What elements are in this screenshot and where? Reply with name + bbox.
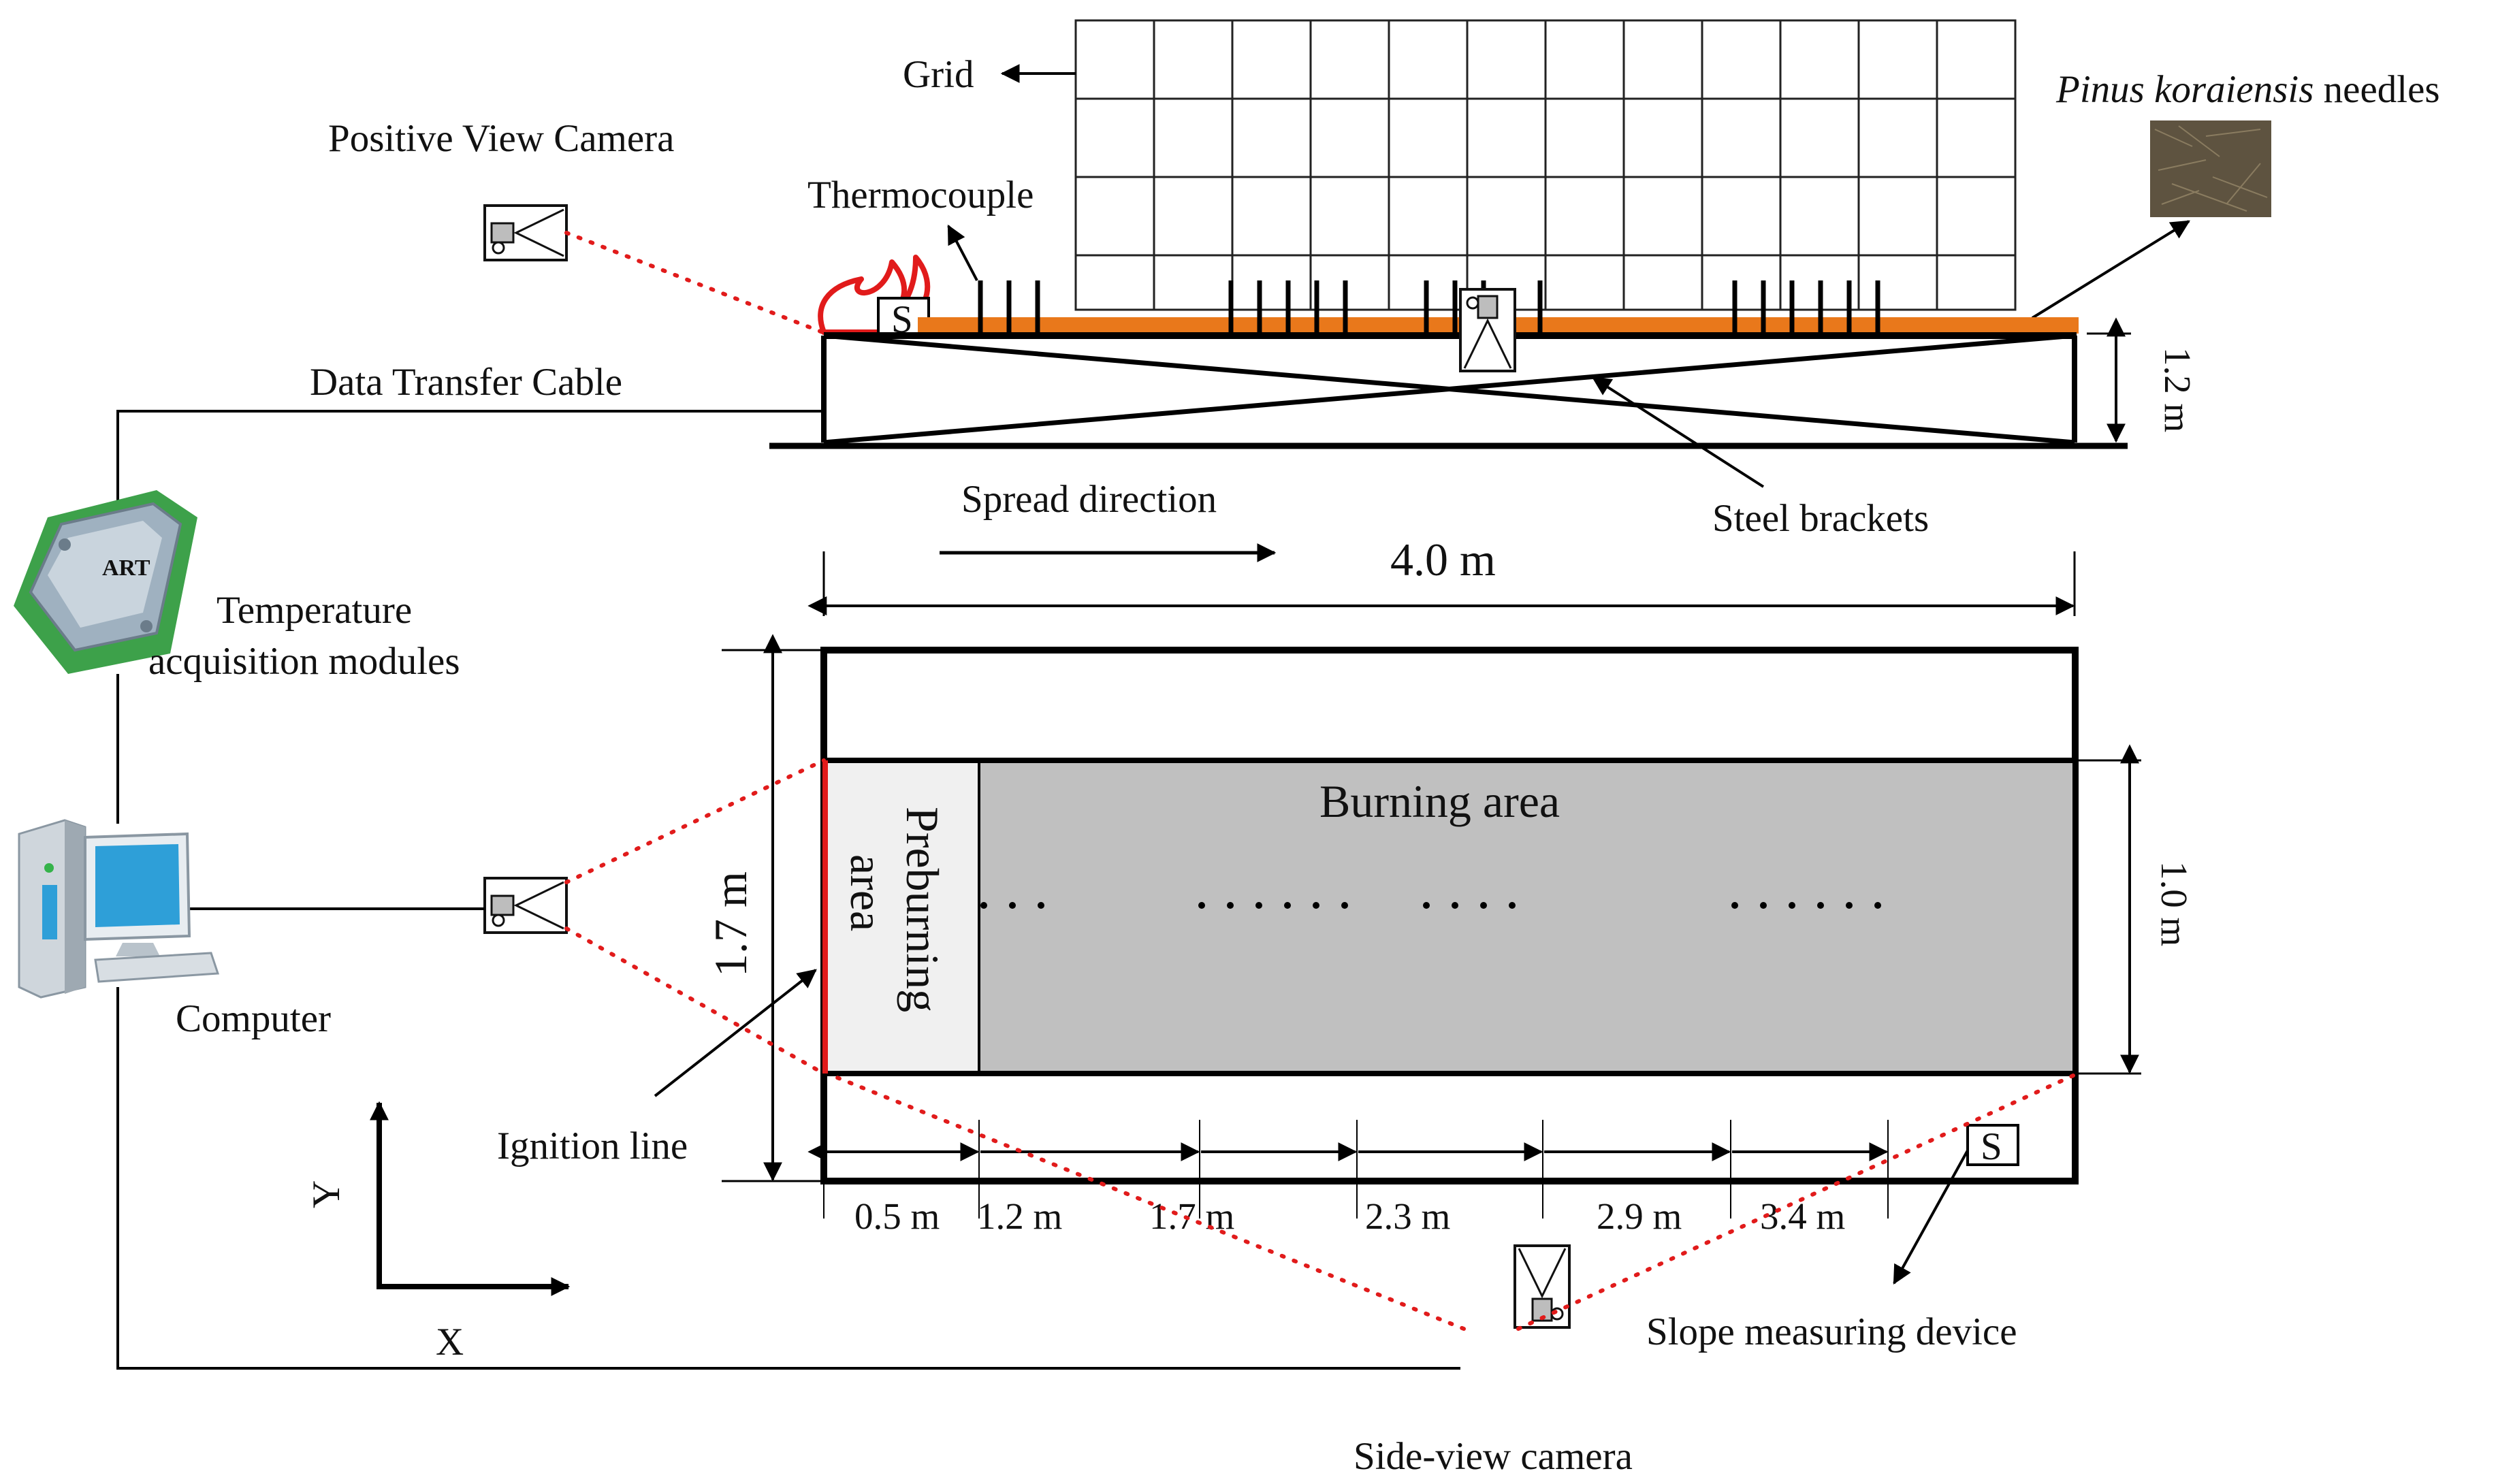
slope-device-arrow: [1893, 1150, 1969, 1285]
distance-markers: [823, 1120, 1889, 1219]
thermocouple-label: Thermocouple: [807, 174, 1034, 216]
thermocouple-positions: [980, 902, 1881, 909]
y-axis-label: Y: [305, 1180, 348, 1208]
distance-label: 1.7 m: [1149, 1195, 1234, 1237]
burning-area-label: Burning area: [1319, 775, 1560, 827]
ignition-line-arrow: [654, 969, 817, 1097]
side-camera-cable: [116, 987, 1460, 1370]
thermocouples: [978, 280, 1880, 334]
slope-device-label: Slope measuring device: [1646, 1310, 2017, 1353]
front-camera-sightline-bottom: [564, 926, 826, 1076]
data-transfer-cable: [116, 410, 824, 545]
grid-label: Grid: [903, 53, 974, 96]
positive-camera-sightline: [564, 231, 824, 334]
svg-text:ART: ART: [102, 555, 150, 581]
distance-label: 0.5 m: [854, 1195, 940, 1237]
positive-camera-icon: [483, 204, 568, 261]
steel-brackets-label: Steel brackets: [1712, 497, 1929, 540]
preburning-area: [824, 760, 979, 1074]
total-width-label: 1.7 m: [705, 871, 756, 977]
ignition-line-label: Ignition line: [497, 1125, 688, 1167]
grid-board: [1074, 19, 2017, 311]
thermocouple-arrow: [947, 224, 978, 281]
steel-bracket-frame: [769, 333, 2128, 449]
needles-label: Pinus koraiensis needles: [2055, 68, 2440, 111]
length-label: 4.0 m: [1390, 534, 1496, 585]
steel-brackets-arrow: [1592, 376, 1765, 488]
bed-width-label: 1.0 m: [2153, 861, 2195, 946]
x-axis-label: X: [436, 1321, 464, 1364]
needles-texture: [2154, 125, 2268, 212]
side-camera-sightline-right: [1516, 1074, 2075, 1331]
svg-text:S: S: [1981, 1125, 2002, 1168]
computer-icon: [18, 819, 220, 999]
side-camera-label: Side-view camera: [1354, 1435, 1633, 1478]
positive-camera-label: Positive View Camera: [328, 117, 674, 160]
slope-measuring-device-icon: S: [1966, 1124, 2019, 1168]
preburning-label-1: Preburning: [897, 807, 948, 1012]
side-camera-sightline-left: [830, 1074, 1466, 1331]
distance-label: 3.4 m: [1760, 1195, 1845, 1237]
temperature-modules-label-1: Temperature: [217, 589, 412, 632]
front-camera-icon: [483, 877, 568, 934]
needles-arrow: [2031, 220, 2190, 319]
top-view-camera-icon: [1459, 288, 1516, 372]
computer-label: Computer: [176, 997, 331, 1040]
height-label: 1.2 m: [2157, 347, 2198, 432]
temperature-modules-label-2: acquisition modules: [148, 640, 460, 683]
distance-label: 1.2 m: [977, 1195, 1062, 1237]
spread-direction-label: Spread direction: [961, 478, 1217, 521]
burning-area: [979, 760, 2075, 1074]
temperature-module-icon: ART: [14, 490, 197, 674]
data-cable-label: Data Transfer Cable: [310, 361, 622, 404]
distance-label: 2.9 m: [1597, 1195, 1682, 1237]
side-view-camera-icon: [1514, 1244, 1571, 1329]
front-camera-sightline-top: [564, 758, 826, 884]
preburning-label-2: area: [841, 854, 893, 931]
distance-label: 2.3 m: [1365, 1195, 1450, 1237]
